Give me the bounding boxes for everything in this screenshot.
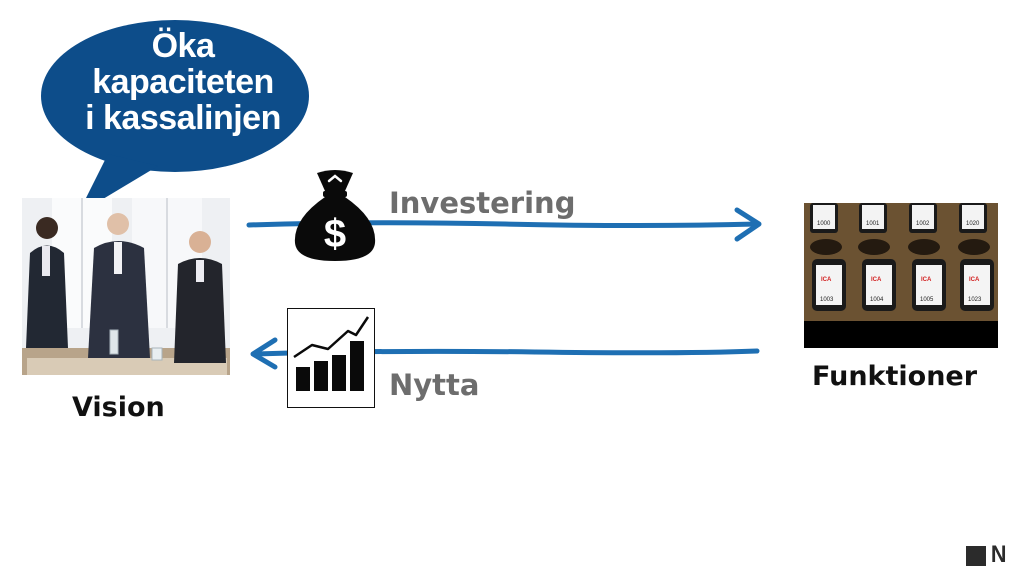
nytta-label: Nytta xyxy=(389,368,480,402)
device-brand-2: ICA xyxy=(871,277,882,283)
investering-label: Investering xyxy=(389,186,576,220)
money-bag-icon: $ xyxy=(294,170,376,261)
device-number-top-1: 1000 xyxy=(817,221,831,227)
logo-glyph: N xyxy=(990,541,1007,568)
funktioner-photo: 1000 1001 1002 1020 ICA 1003 ICA 1004 IC… xyxy=(804,203,998,348)
vision-label: Vision xyxy=(72,392,165,423)
growth-chart-icon xyxy=(287,308,375,408)
logo-square xyxy=(966,546,986,566)
vision-photo xyxy=(22,198,230,375)
bubble-line-1: Öka xyxy=(151,27,215,65)
funktioner-label: Funktioner xyxy=(812,361,978,392)
bubble-line-3: i kassalinjen xyxy=(85,99,281,137)
device-number-top-2: 1001 xyxy=(866,221,880,227)
device-number-bottom-2: 1004 xyxy=(870,297,884,303)
device-brand-1: ICA xyxy=(821,277,832,283)
bubble-line-2: kapaciteten xyxy=(92,63,274,101)
device-number-bottom-4: 1023 xyxy=(968,297,982,303)
device-number-bottom-3: 1005 xyxy=(920,297,934,303)
device-number-top-3: 1002 xyxy=(916,221,930,227)
bubble-text: Öka kapaciteten i kassalinjen xyxy=(68,28,298,136)
dollar-symbol: $ xyxy=(324,212,346,256)
device-number-top-4: 1020 xyxy=(966,221,980,227)
device-brand-4: ICA xyxy=(969,277,980,283)
device-brand-3: ICA xyxy=(921,277,932,283)
device-number-bottom-1: 1003 xyxy=(820,297,834,303)
